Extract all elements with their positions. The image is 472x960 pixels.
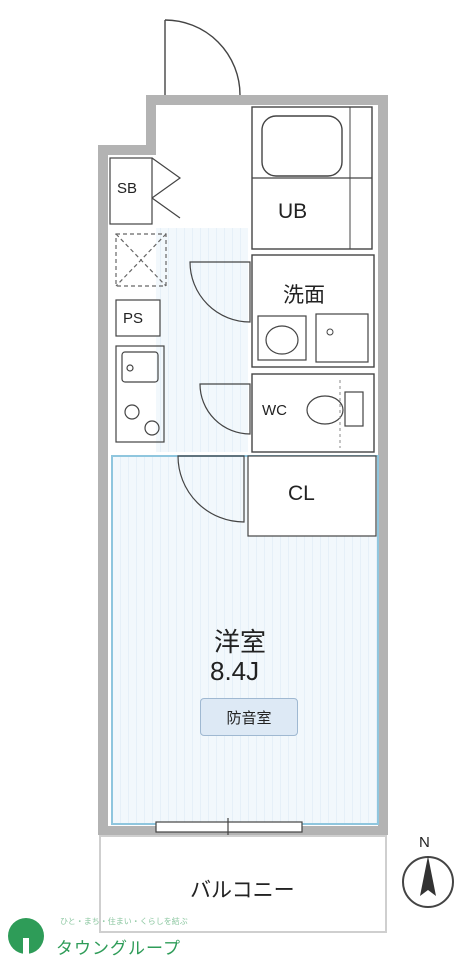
soundproof-badge: 防音室 xyxy=(200,698,298,736)
tree-logo-icon xyxy=(8,918,44,954)
pipe-space-label: PS xyxy=(123,310,144,327)
toilet-label: WC xyxy=(262,402,287,419)
brand-tagline: ひと・まち・住まい・くらしを結ぶ xyxy=(60,917,188,926)
corridor xyxy=(156,228,248,452)
balcony xyxy=(99,835,387,933)
room-door xyxy=(177,455,245,523)
room-area-label: 8.4J xyxy=(210,656,260,686)
shoe-box xyxy=(109,157,182,225)
washroom-door xyxy=(189,261,251,323)
closet xyxy=(247,455,377,537)
western-room-label: 洋室 xyxy=(214,628,267,658)
balcony-window xyxy=(155,818,303,836)
kitchen xyxy=(115,345,165,443)
shoe-box-label: SB xyxy=(117,180,138,197)
compass-north-label: N xyxy=(419,834,430,851)
washroom-label: 洗面 xyxy=(283,283,325,307)
unit-bath-label: UB xyxy=(278,200,308,223)
unit-bath xyxy=(251,106,373,250)
toilet-room xyxy=(251,373,375,453)
pipe-space xyxy=(115,299,161,337)
entrance-door xyxy=(164,19,241,96)
toilet-door xyxy=(199,383,251,435)
north-compass-icon xyxy=(402,856,454,908)
refrigerator-space xyxy=(115,233,167,287)
brand-name: タウングループ xyxy=(56,939,181,959)
closet-label: CL xyxy=(288,482,315,505)
balcony-label: バルコニー xyxy=(190,878,295,902)
washroom xyxy=(251,254,375,368)
